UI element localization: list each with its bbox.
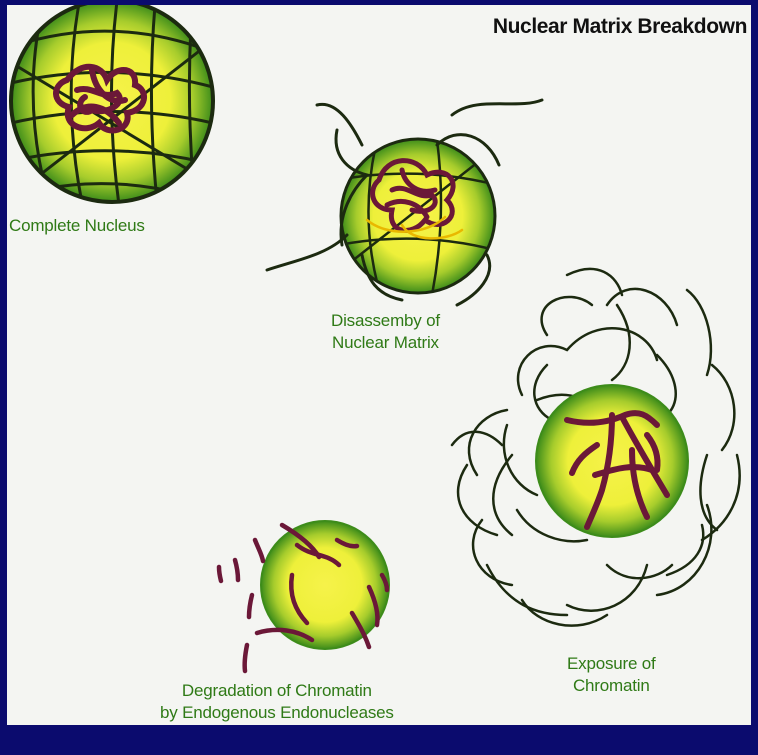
complete-nucleus bbox=[11, 5, 213, 205]
degradation-label-line-2: by Endogenous Endonucleases bbox=[160, 702, 394, 724]
degradation-label-line-1: Degradation of Chromatin bbox=[160, 680, 394, 702]
nucleus-3 bbox=[536, 385, 688, 537]
degradation-nucleus bbox=[219, 521, 389, 671]
exposure-label: Exposure of Chromatin bbox=[567, 653, 656, 697]
complete-nucleus-label: Complete Nucleus bbox=[9, 215, 145, 237]
disassembly-label-line-1: Disassemby of bbox=[331, 310, 440, 332]
exposure-nucleus bbox=[452, 269, 740, 626]
complete-nucleus-label-line-1: Complete Nucleus bbox=[9, 216, 145, 235]
exposure-label-line-2: Chromatin bbox=[567, 675, 656, 697]
disassembly-nucleus bbox=[267, 100, 542, 305]
disassembly-label: Disassemby of Nuclear Matrix bbox=[331, 310, 440, 354]
nucleus-diagram bbox=[7, 5, 751, 725]
exposure-label-line-1: Exposure of bbox=[567, 653, 656, 675]
degradation-label: Degradation of Chromatin by Endogenous E… bbox=[160, 680, 394, 724]
diagram-panel: Nuclear Matrix Breakdown Complete Nucleu… bbox=[7, 5, 751, 725]
diagram-title: Nuclear Matrix Breakdown bbox=[493, 15, 747, 39]
disassembly-label-line-2: Nuclear Matrix bbox=[331, 332, 440, 354]
